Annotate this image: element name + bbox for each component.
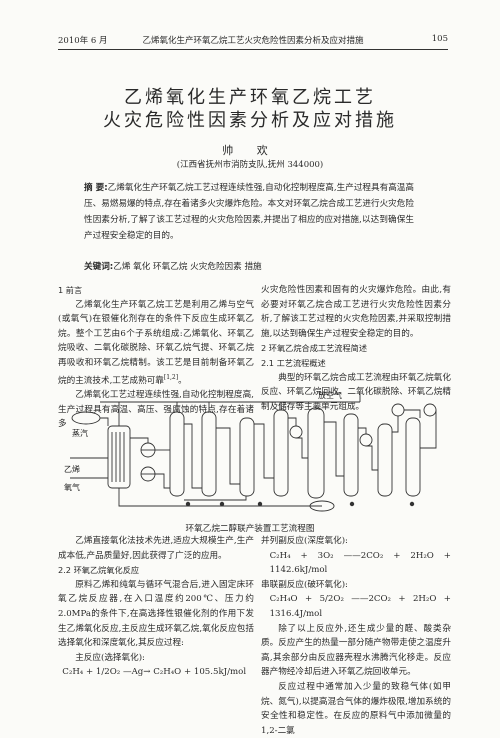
article-title-line2: 火灾危险性因素分析及应对措施 [103, 110, 397, 131]
left-column-lower: 乙烯直接氧化法技术先进,适应大规模生产,生产成本低,产品质量好,因此获得了广泛的… [58, 534, 254, 680]
condenser [359, 433, 373, 447]
keywords: 关键词:乙烯 氧化 环氧乙烷 火灾危险因素 措施 [84, 260, 414, 274]
keywords-label: 关键词: [84, 262, 114, 272]
keywords-text: 乙烯 氧化 环氧乙烷 火灾危险因素 措施 [113, 262, 262, 272]
equation-side: C₂H₄ + 3O₂ ——2CO₂ + 2H₂O + 1142.6kJ/mol [269, 550, 451, 576]
author: 帅 欢 [222, 144, 278, 157]
paragraph: 除了以上反应外,还生成少量的醛、酸类杂质。反应产生的热量一部分随产物带走使之温度… [261, 623, 451, 678]
abstract-text: 乙烯氧化生产环氧乙烷工艺过程连续性强,自动化控制程度高,生产过程具有高温高压、易… [84, 183, 415, 241]
label-steam: 蒸汽 [72, 428, 88, 438]
reactor [107, 425, 131, 489]
subsection-heading-2-1: 2.1 工艺流程概述 [261, 357, 326, 368]
right-column-upper: 火灾危险性因素和固有的火灾爆炸危险。由此,有必要对环氧乙烷合成工艺进行火灾危险性… [261, 283, 451, 414]
flow-diagram-svg: 放空气 蒸汽 乙烯 氧气 [64, 390, 437, 512]
label-ethylene: 乙烯 [64, 464, 80, 474]
paragraph: 乙烯氧化工艺过程连续性强,自动化控制程度高,生产过程具有高温、高压、强腐蚀的特点… [58, 390, 254, 430]
paragraph: 乙烯氧化生产环氧乙烷工艺是利用乙烯与空气(或氧气)在银催化剂存在的条件下反应生成… [58, 299, 254, 386]
paragraph: 典型的环氧乙烷合成工艺流程由环氧乙烷氧化反应、环氧乙烷回收、二氧化碳脱除、环氧乙… [261, 372, 451, 412]
citation: [1,2] [163, 373, 179, 381]
reabsorber-column [307, 407, 325, 499]
refining-column [377, 423, 393, 497]
absorber-column [201, 411, 217, 497]
header-date: 2010年 6 月 [58, 36, 108, 46]
equation-label: 主反应(选择氧化): [75, 652, 145, 663]
paragraph: 乙烯直接氧化法技术先进,适应大规模生产,生产成本低,产品质量好,因此获得了广泛的… [58, 536, 254, 561]
subsection-heading-2-2: 2.2 环氧乙烷氧化反应 [58, 565, 140, 576]
steam-drum [71, 411, 101, 425]
stripper-column [273, 409, 289, 497]
paragraph: 反应过程中通常加入少量的致稳气体(如甲烷、氮气),以提高混合气体的爆炸极限,增加… [261, 681, 451, 736]
equation-label: 串联副反应(破环氧化): [261, 579, 348, 590]
affiliation: (江西省抚州市消防支队,抚州 344000) [176, 160, 324, 170]
refining-column [343, 413, 359, 497]
stripper-column [239, 417, 255, 497]
section-heading-1: 1 前言 [58, 285, 83, 295]
running-header: 2010年 6 月 乙烯氧化生产环氧乙烷工艺火灾危险性因素分析及应对措施 105 [58, 34, 448, 48]
abstract: 摘 要:乙烯氧化生产环氧乙烷工艺过程连续性强,自动化控制程度高,生产过程具有高温… [84, 180, 414, 244]
process-flow-diagram: 放空气 蒸汽 乙烯 氧气 [60, 388, 452, 518]
left-column-upper: 1 前言 乙烯氧化生产环氧乙烷工艺是利用乙烯与空气(或氧气)在银催化剂存在的条件… [58, 283, 254, 432]
section-heading-2: 2 环氧乙烷合成工艺流程简述 [261, 343, 368, 354]
equation-serial: C₂H₄O + 5/2O₂ ——2CO₂ + 2H₂O + 1316.4J/mo… [269, 594, 451, 619]
condenser [423, 403, 437, 417]
condenser [289, 425, 303, 439]
condenser [391, 403, 405, 417]
page-number: 105 [431, 34, 448, 44]
header-title: 乙烯氧化生产环氧乙烷工艺火灾危险性因素分析及应对措施 [142, 36, 364, 46]
equation-label: 并列副反应(深度氧化): [261, 536, 348, 546]
product-column [405, 417, 421, 497]
label-oxygen: 氧气 [64, 482, 80, 492]
abstract-label: 摘 要: [84, 183, 108, 193]
header-rule [58, 49, 448, 50]
figure-caption: 环氧乙烷二醇联产装置工艺流程图 [185, 524, 315, 534]
paragraph: 火灾危险性因素和固有的火灾爆炸危险。由此,有必要对环氧乙烷合成工艺进行火灾危险性… [261, 285, 451, 339]
right-column-lower: 并列副反应(深度氧化): C₂H₄ + 3O₂ ——2CO₂ + 2H₂O + … [261, 534, 451, 738]
article-title-line1: 乙烯氧化生产环氧乙烷工艺 [124, 87, 376, 108]
label-vent: 放空气 [318, 390, 342, 400]
equation-main: C₂H₄ + 1/2O₂ —Ag→ C₂H₄O + 105.5kJ/mol [62, 667, 247, 678]
paragraph: 原料乙烯和纯氧与循环气混合后,进入固定床环氧乙烷反应器,在入口温度约200℃、压… [58, 579, 254, 649]
absorber-column [169, 411, 185, 497]
